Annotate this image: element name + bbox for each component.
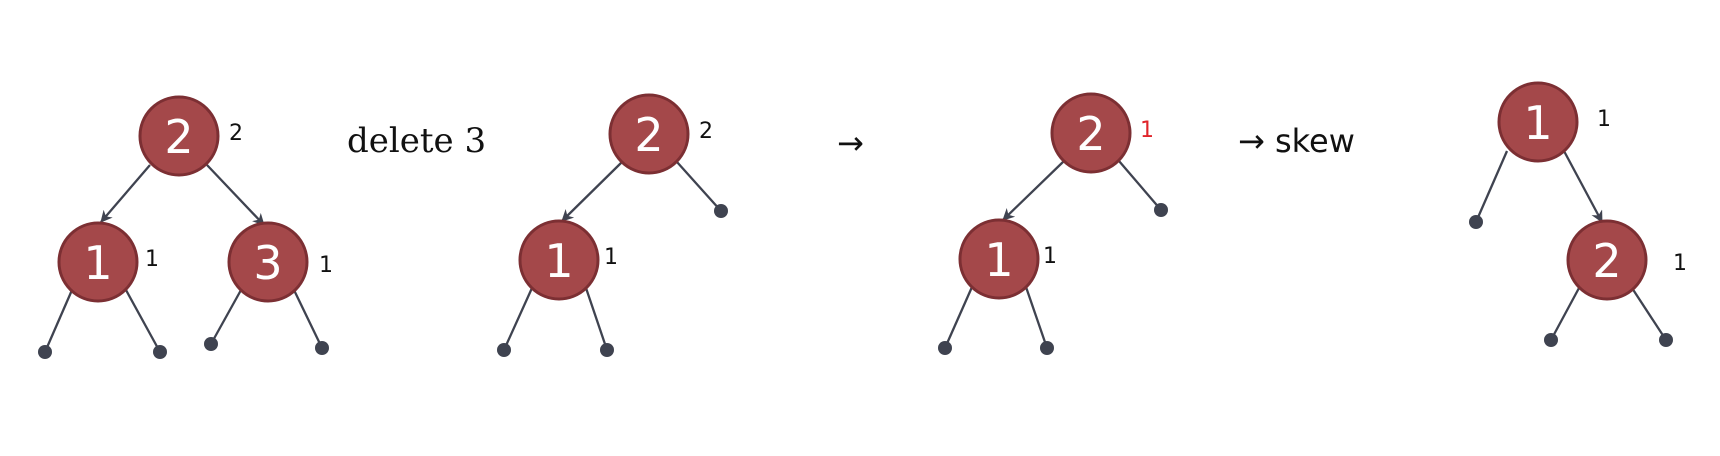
operation-delete-label: delete 3 <box>347 121 486 161</box>
tree-node: 1 1 <box>518 219 618 301</box>
arrow-label: → <box>837 124 864 162</box>
edge-1-to-leaf <box>584 287 609 351</box>
node-circle <box>227 221 309 303</box>
null-leaf <box>153 345 167 359</box>
edge-3-to-leaf <box>292 289 324 349</box>
tree-node: 1 1 <box>1497 81 1611 163</box>
node-level: 1 <box>604 245 618 270</box>
tree-node: 3 1 <box>227 221 333 303</box>
tree-after-skew: 1 1 2 1 <box>1469 81 1687 347</box>
node-circle <box>958 218 1040 300</box>
operation-skew-label: → skew <box>1238 122 1355 160</box>
edge-2-to-1 <box>1002 160 1065 221</box>
tree-initial: 2 2 1 1 3 1 <box>38 95 333 359</box>
node-circle <box>608 93 690 175</box>
null-leaf <box>497 343 511 357</box>
edge-2-to-leaf <box>1631 287 1667 341</box>
node-circle <box>1566 219 1648 301</box>
node-circle <box>138 95 220 177</box>
edge-1-to-leaf <box>943 286 974 349</box>
node-circle <box>57 221 139 303</box>
null-leaf <box>1469 215 1483 229</box>
null-leaf <box>204 337 218 351</box>
tree-node: 2 1 <box>1566 219 1687 301</box>
node-value: 2 <box>1592 234 1621 288</box>
null-leaf <box>315 341 329 355</box>
node-level: 1 <box>1597 107 1611 132</box>
null-leaf <box>1154 203 1168 217</box>
edge-1-to-leaf <box>1474 150 1509 223</box>
node-level: 2 <box>699 119 713 144</box>
edge-2-to-3 <box>206 164 265 226</box>
node-circle <box>1050 92 1132 174</box>
node-value: 1 <box>544 234 573 288</box>
edge-2-to-leaf <box>676 161 722 212</box>
tree-level-decreased: 2 1 1 1 <box>938 92 1168 355</box>
node-value: 2 <box>1076 107 1105 161</box>
node-level: 2 <box>229 121 243 146</box>
edge-2-to-leaf <box>1549 287 1581 341</box>
node-level: 1 <box>1043 244 1057 269</box>
edge-2-to-1 <box>561 161 623 222</box>
null-leaf <box>1544 333 1558 347</box>
null-leaf <box>938 341 952 355</box>
null-leaf <box>1659 333 1673 347</box>
edge-1-to-leaf <box>502 287 534 351</box>
edge-1-to-leaf <box>124 289 162 353</box>
node-value: 1 <box>83 236 112 290</box>
tree-node: 1 1 <box>958 218 1057 300</box>
node-value: 1 <box>1523 96 1552 150</box>
edge-1-to-2 <box>1562 150 1604 223</box>
node-level: 1 <box>1140 118 1154 143</box>
null-leaf <box>600 343 614 357</box>
edge-3-to-leaf <box>209 289 243 345</box>
tree-node: 2 2 <box>608 93 713 175</box>
null-leaf <box>38 345 52 359</box>
node-level: 1 <box>1673 251 1687 276</box>
edge-1-to-leaf <box>1024 286 1049 349</box>
tree-node: 2 2 <box>138 95 243 177</box>
edge-1-to-leaf <box>43 289 74 353</box>
tree-after-delete: 2 2 1 1 <box>497 93 728 357</box>
node-value: 3 <box>253 236 282 290</box>
node-circle <box>518 219 600 301</box>
node-value: 2 <box>164 110 193 164</box>
node-circle <box>1497 81 1579 163</box>
node-level: 1 <box>319 253 333 278</box>
node-value: 1 <box>984 233 1013 287</box>
node-level: 1 <box>145 247 159 272</box>
null-leaf <box>714 204 728 218</box>
null-leaf <box>1040 341 1054 355</box>
node-value: 2 <box>634 108 663 162</box>
edge-2-to-1 <box>100 164 151 223</box>
tree-node: 2 1 <box>1050 92 1154 174</box>
tree-node: 1 1 <box>57 221 159 303</box>
edge-2-to-leaf <box>1118 160 1162 211</box>
